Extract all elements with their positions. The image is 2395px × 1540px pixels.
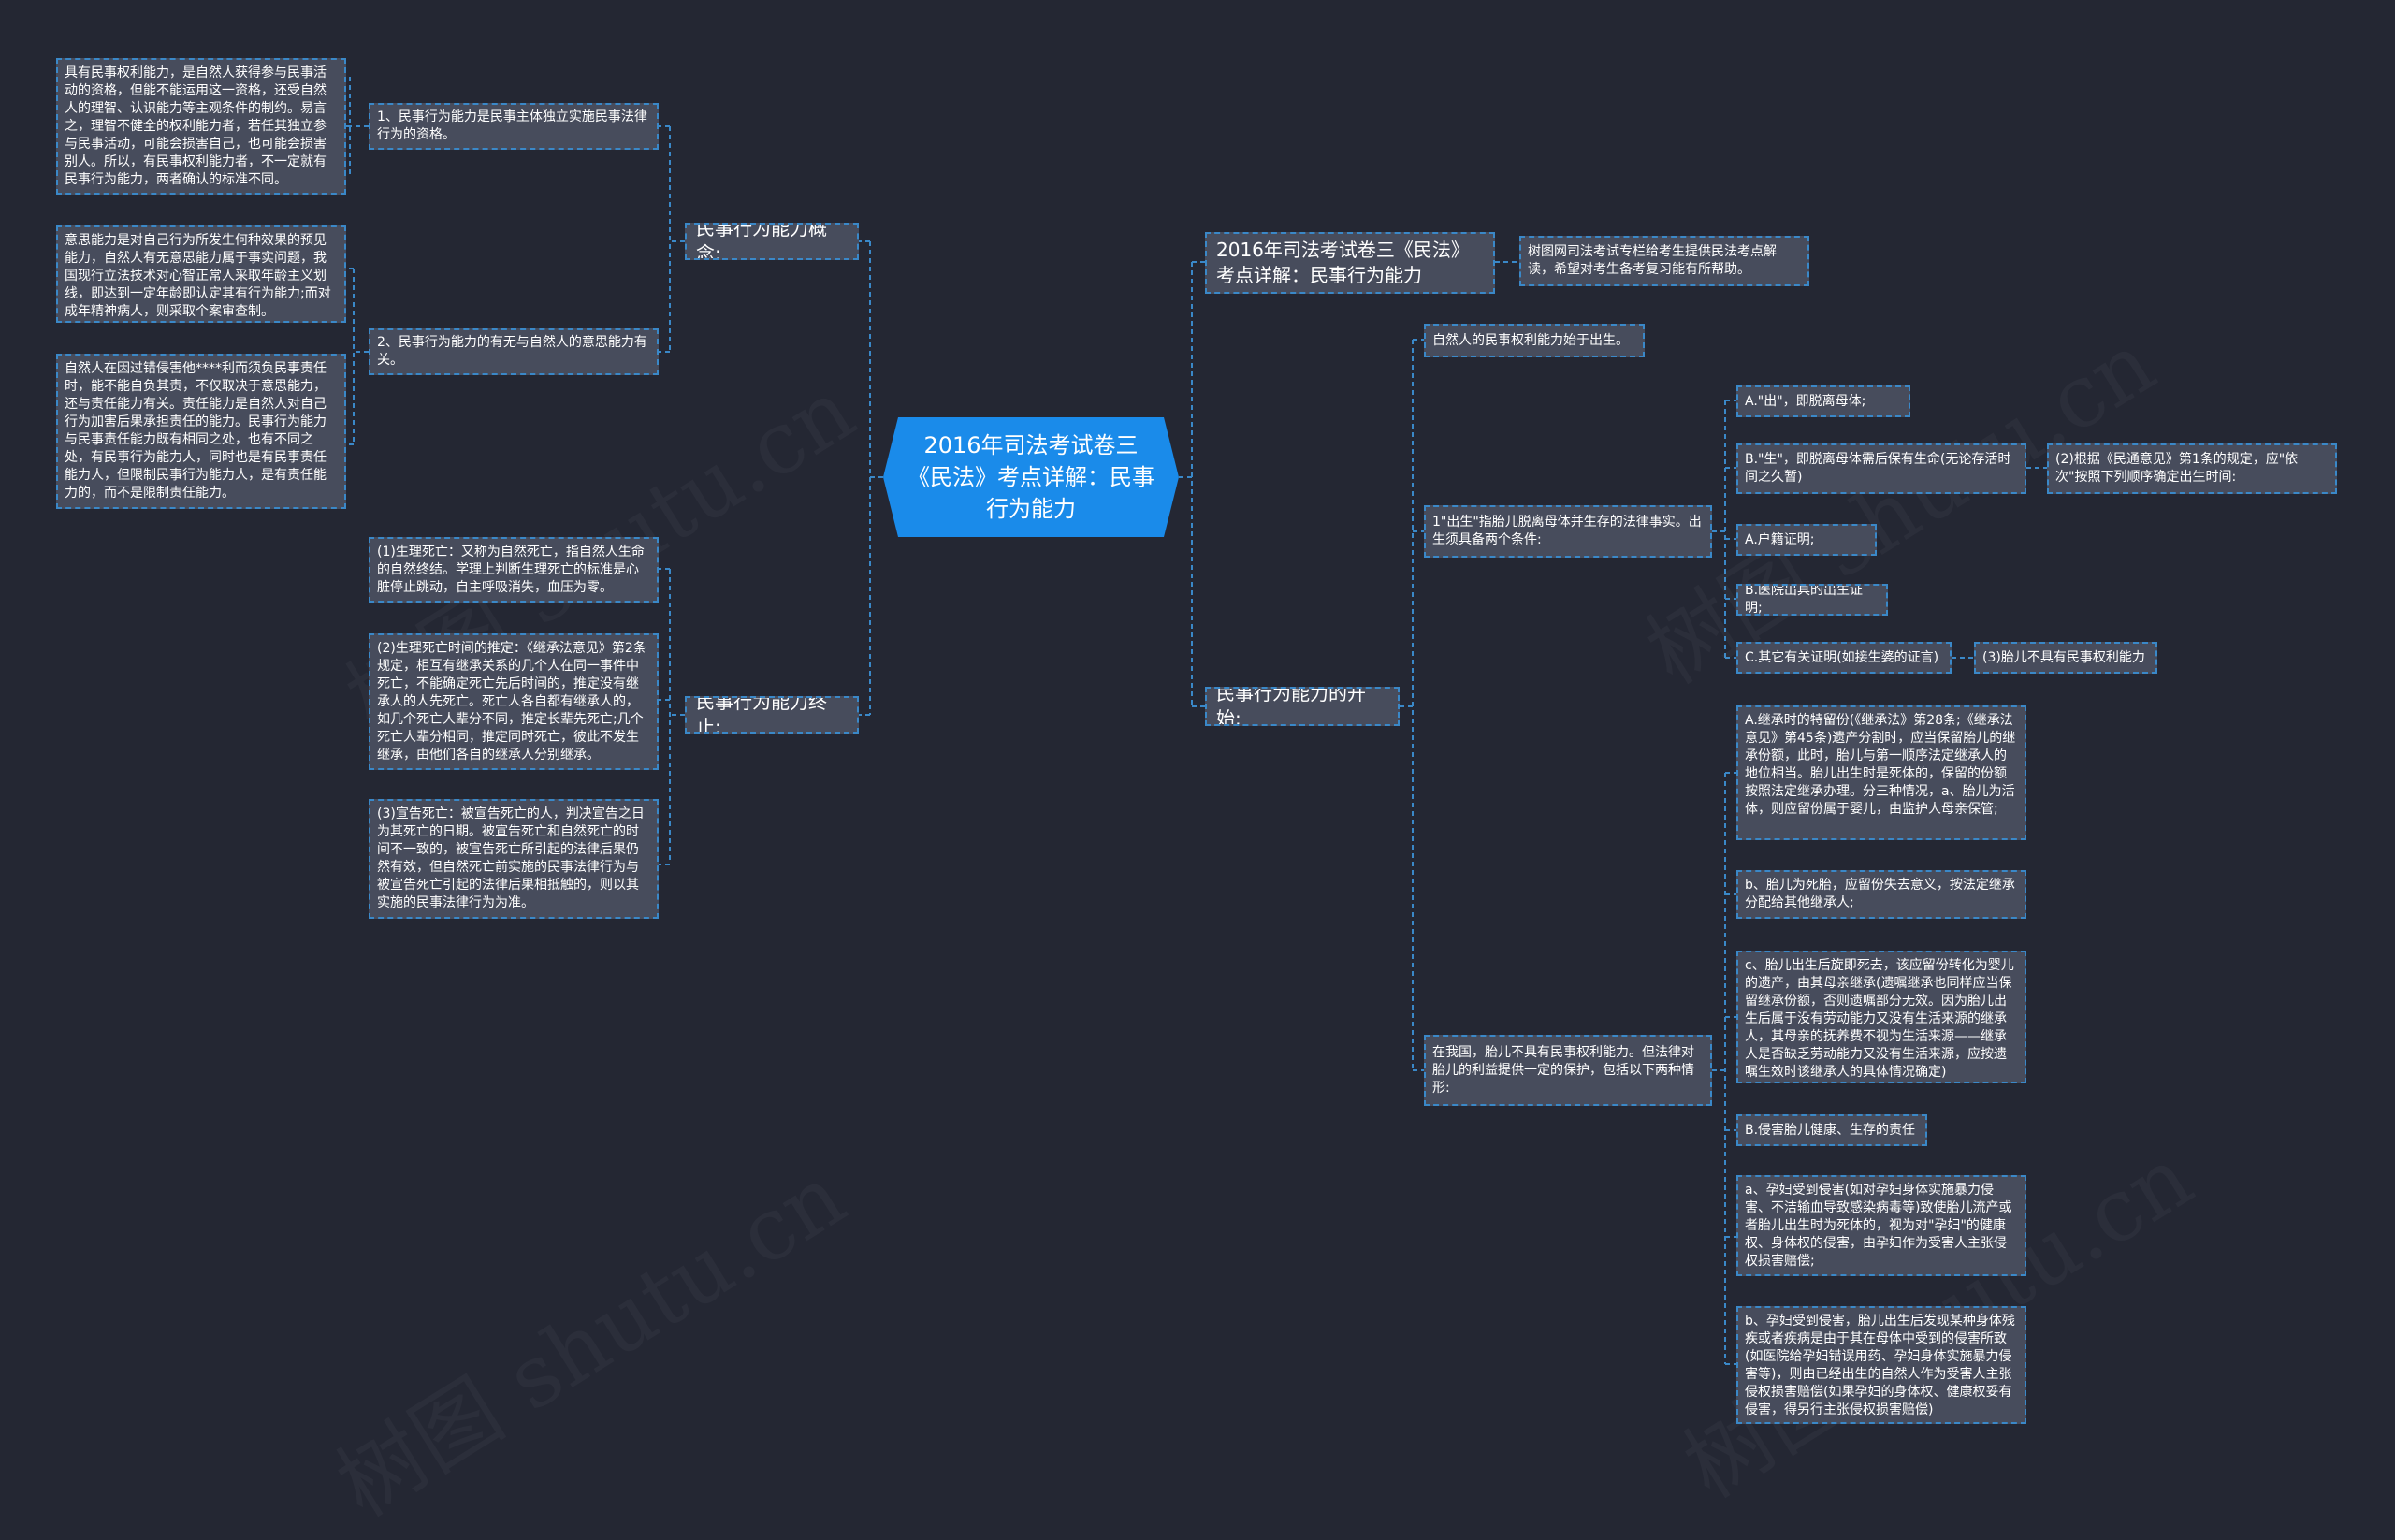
detail-note[interactable]: 树图网司法考试专栏给考生提供民法考点解读，希望对考生备考复习能有所帮助。 [1519,236,1809,286]
fetus-harm-liability[interactable]: B.侵害胎儿健康、生存的责任 [1736,1114,1927,1146]
termination-item-2[interactable]: (2)生理死亡时间的推定：《继承法意见》第2条规定，相互有继承关系的几个人在同一… [369,633,659,770]
fetus-harm-b[interactable]: b、孕妇受到侵害，胎儿出生后发现某种身体残疾或者疾病是由于其在母体中受到的侵害所… [1736,1306,2026,1424]
fetus-inheritance-c[interactable]: c、胎儿出生后旋即死去，该应留份转化为婴儿的遗产，由其母亲继承(遗嘱继承也同样应… [1736,951,2026,1083]
termination-item-1[interactable]: (1)生理死亡：又称为自然死亡，指自然人生命的自然终结。学理上判断生理死亡的标准… [369,537,659,603]
concept-item-2-note-2[interactable]: 自然人在因过错侵害他****利而须负民事责任时，能不能自负其责，不仅取决于意思能… [56,354,346,509]
concept-item-2[interactable]: 2、民事行为能力的有无与自然人的意思能力有关。 [369,328,659,375]
birth-time-rule[interactable]: (2)根据《民通意见》第1条的规定，应"依次"按照下列顺序确定出生时间: [2047,443,2337,494]
branch-termination[interactable]: 民事行为能力终止: [685,696,859,734]
proof-hospital[interactable]: B.医院出具的出生证明; [1736,584,1888,616]
termination-item-3[interactable]: (3)宣告死亡：被宣告死亡的人，判决宣告之日为其死亡的日期。被宣告死亡和自然死亡… [369,799,659,919]
fetus-no-capacity[interactable]: (3)胎儿不具有民事权利能力 [1974,642,2157,674]
concept-item-1[interactable]: 1、民事行为能力是民事主体独立实施民事法律行为的资格。 [369,103,659,150]
branch-detail[interactable]: 2016年司法考试卷三《民法》考点详解：民事行为能力 [1205,232,1495,294]
birth-out[interactable]: A."出"，即脱离母体; [1736,385,1910,417]
start-item-b[interactable]: 1"出生"指胎儿脱离母体并生存的法律事实。出生须具备两个条件: [1424,505,1712,558]
fetus-inheritance-b[interactable]: b、胎儿为死胎，应留份失去意义，按法定继承分配给其他继承人; [1736,870,2026,919]
birth-alive[interactable]: B."生"，即脱离母体需后保有生命(无论存活时间之久暂) [1736,443,2026,494]
watermark: 树图 shutu.cn [311,1129,864,1540]
start-item-c[interactable]: 在我国，胎儿不具有民事权利能力。但法律对胎儿的利益提供一定的保护，包括以下两种情… [1424,1035,1712,1106]
root-topic[interactable]: 2016年司法考试卷三《民法》考点详解：民事行为能力 [883,417,1179,537]
branch-concept[interactable]: 民事行为能力概念: [685,223,859,260]
proof-household[interactable]: A.户籍证明; [1736,524,1877,556]
start-item-a[interactable]: 自然人的民事权利能力始于出生。 [1424,324,1645,357]
branch-start[interactable]: 民事行为能力的开始: [1205,687,1400,726]
fetus-harm-a[interactable]: a、孕妇受到侵害(如对孕妇身体实施暴力侵害、不洁输血导致感染病毒等)致使胎儿流产… [1736,1175,2026,1276]
proof-other[interactable]: C.其它有关证明(如接生婆的证言) [1736,642,1952,674]
concept-item-1-note[interactable]: 具有民事权利能力，是自然人获得参与民事活动的资格，但能不能运用这一资格，还受自然… [56,58,346,195]
concept-item-2-note-1[interactable]: 意思能力是对自己行为所发生何种效果的预见能力，自然人有无意思能力属于事实问题，我… [56,225,346,323]
fetus-inheritance-a[interactable]: A.继承时的特留份(《继承法》第28条;《继承法意见》第45条)遗产分割时，应当… [1736,705,2026,840]
